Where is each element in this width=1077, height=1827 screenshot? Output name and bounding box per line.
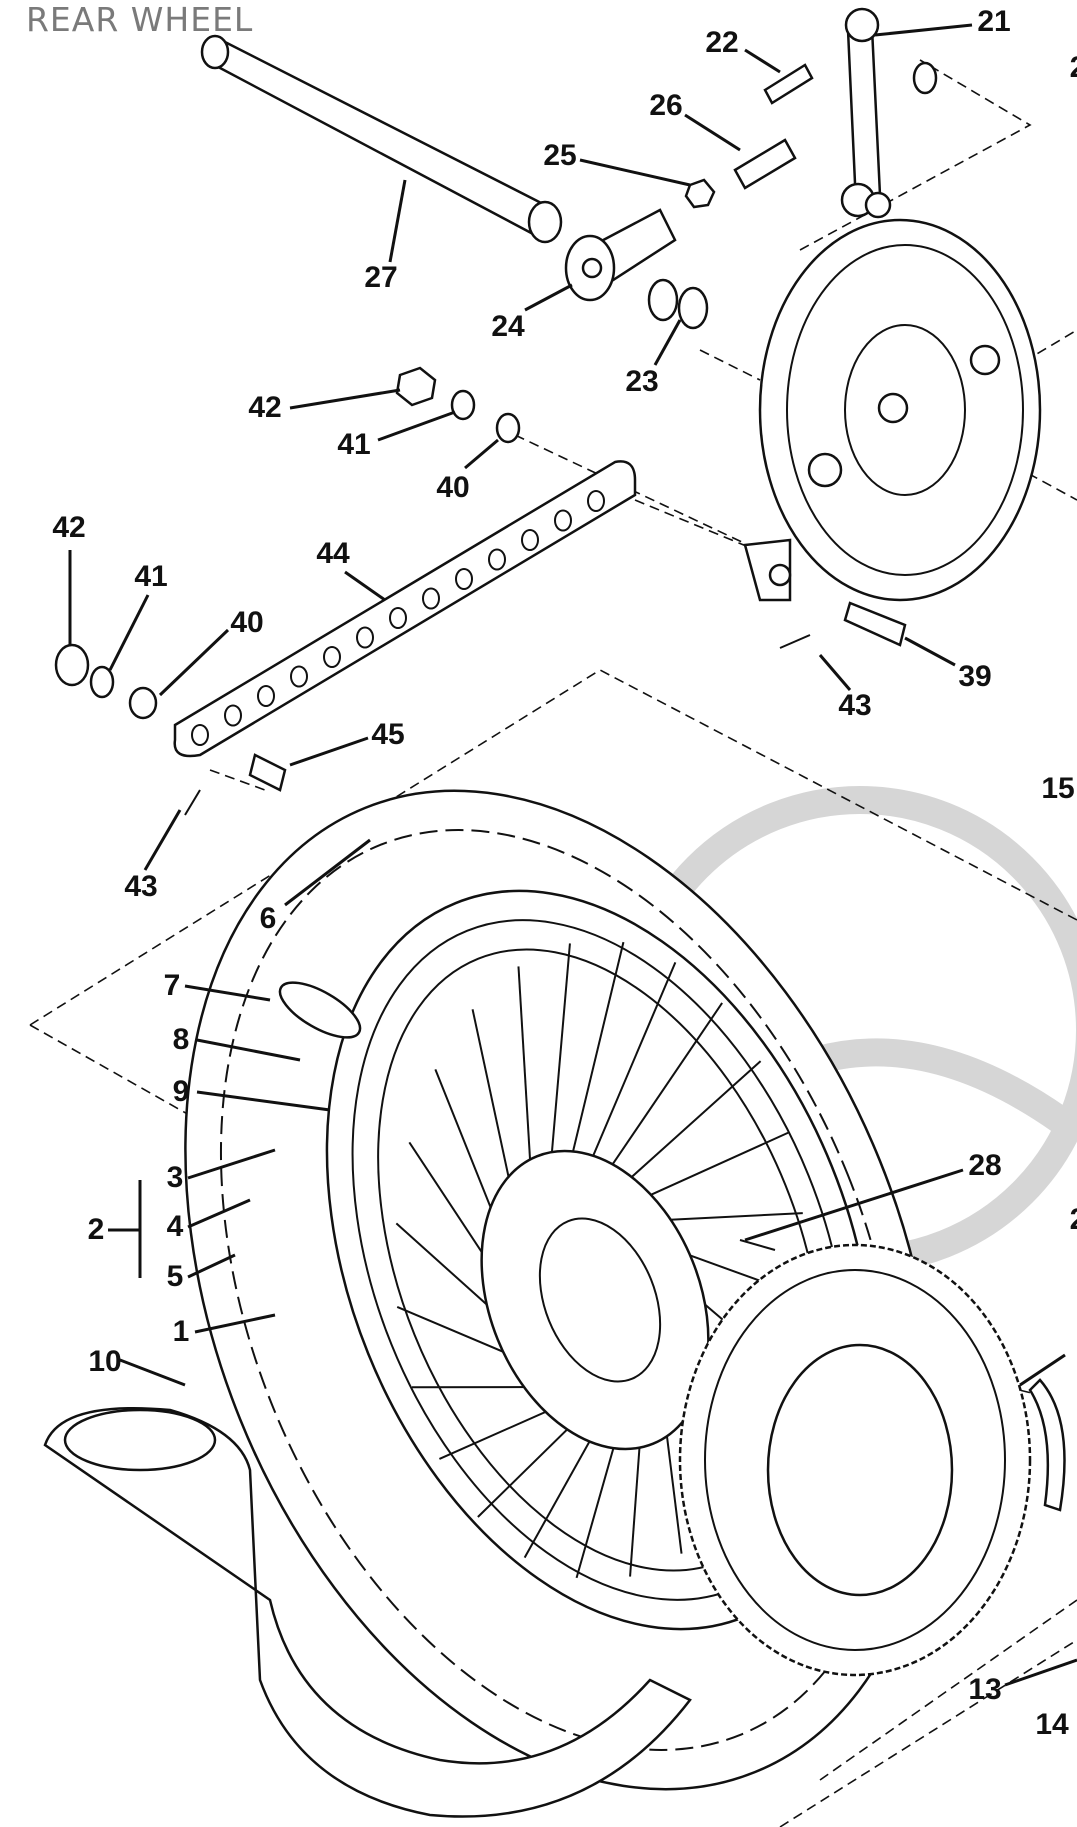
washer-part-41b [89, 665, 115, 699]
washer-part-20 [912, 61, 938, 95]
washer-part-41 [450, 389, 476, 421]
callout-22: 22 [705, 26, 739, 59]
adjuster-hole [323, 646, 341, 668]
collar-part-23 [647, 278, 709, 330]
adjuster-hole [554, 509, 572, 532]
adjuster-hole [290, 665, 308, 688]
tire-section-cutaway [43, 1406, 692, 1818]
callout-44: 44 [316, 537, 350, 570]
adjuster-hole [455, 568, 473, 590]
brake-plate [743, 218, 1042, 602]
callout-23: 23 [625, 365, 659, 398]
bolt-part-22 [763, 63, 814, 105]
adjuster-hole [488, 548, 506, 571]
adjuster-hole [356, 626, 374, 649]
diagram-title: REAR WHEEL [26, 0, 254, 39]
adjuster-bar-part-44 [173, 460, 637, 758]
adjuster-hole [422, 587, 440, 610]
callout-2: 2 [87, 1213, 105, 1246]
callout-13: 13 [968, 1673, 1002, 1706]
callout-4: 4 [166, 1210, 184, 1243]
adjuster-hole [389, 607, 407, 629]
tube-flap-parts [278, 981, 362, 1039]
callout-3: 3 [166, 1161, 184, 1194]
bolt-part-45 [248, 753, 287, 792]
stud-bolt-28 [739, 1239, 776, 1251]
callout-6: 6 [259, 902, 277, 935]
adjuster-hole [257, 685, 275, 707]
callout-42-left: 42 [52, 511, 86, 544]
sprocket [678, 1243, 1032, 1677]
chain-puller-part-24 [564, 208, 677, 302]
callout-15: 15 [1041, 772, 1075, 805]
callout-39: 39 [958, 660, 992, 693]
callout-clipped-sprocket: 2 [1070, 1203, 1077, 1237]
callout-clipped-top-right: 2 [1070, 51, 1077, 85]
callout-28: 28 [968, 1149, 1002, 1182]
wheel-hub [480, 1149, 710, 1451]
adjuster-hole [191, 724, 209, 746]
lock-washer-plate [1028, 1378, 1066, 1512]
adjuster-hole [224, 704, 242, 727]
pin-part-39 [843, 601, 907, 647]
callout-1: 1 [172, 1315, 190, 1348]
tension-link-part-21 [840, 7, 892, 219]
cotter-pin-43b [184, 789, 201, 816]
callout-9: 9 [172, 1075, 190, 1108]
callout-5: 5 [166, 1260, 184, 1293]
callout-40: 40 [436, 471, 470, 504]
callout-24: 24 [491, 310, 525, 343]
callout-8: 8 [172, 1023, 190, 1056]
adjuster-hole [587, 490, 605, 512]
callout-26: 26 [649, 89, 683, 122]
cotter-pin-43 [779, 634, 811, 649]
callout-7: 7 [163, 969, 181, 1002]
callout-43: 43 [838, 689, 872, 722]
callout-45: 45 [371, 718, 405, 751]
nut-part-25 [684, 178, 716, 209]
washer-part-40b [128, 686, 158, 720]
adjuster-hole [521, 529, 539, 551]
callout-10: 10 [88, 1345, 122, 1378]
washer-part-40 [495, 412, 521, 444]
leader-lines [68, 23, 1077, 1687]
callout-41: 41 [337, 428, 371, 461]
nut-part-42 [395, 366, 437, 407]
callout-21: 21 [977, 5, 1011, 38]
axle-part-27 [200, 34, 563, 244]
callout-41-left: 41 [134, 560, 168, 593]
callout-42: 42 [248, 391, 282, 424]
callout-40-left: 40 [230, 606, 264, 639]
callout-25: 25 [543, 139, 577, 172]
callout-27: 27 [364, 261, 398, 294]
bolt-part-26 [733, 138, 797, 190]
callout-14: 14 [1035, 1708, 1069, 1741]
nut-part-42b [54, 643, 90, 687]
callout-43-left: 43 [124, 870, 158, 903]
